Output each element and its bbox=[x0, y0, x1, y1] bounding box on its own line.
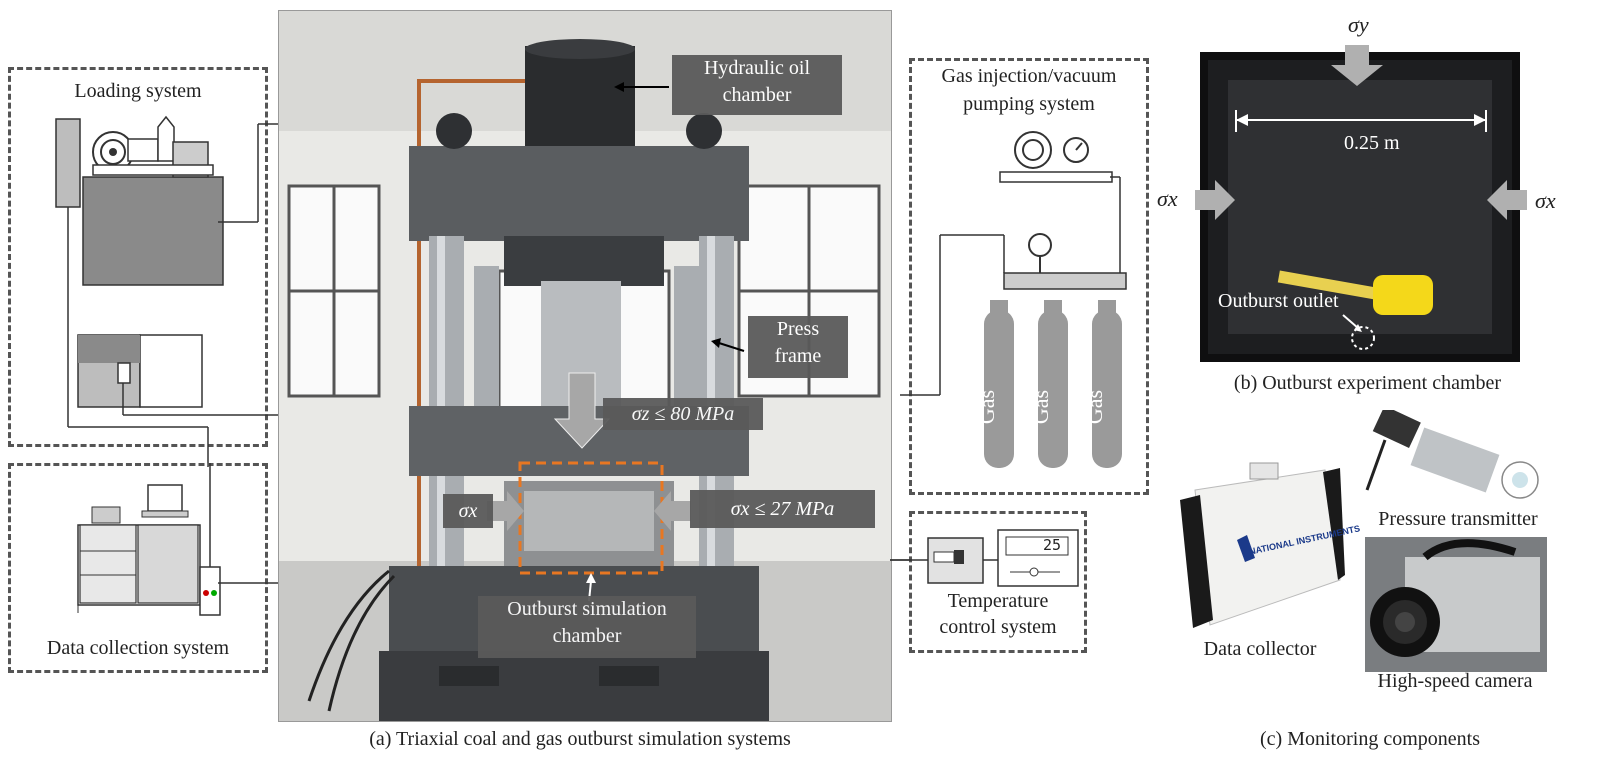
gas-injection-title-line-2: pumping system bbox=[963, 93, 1095, 115]
temperature-control-line-2: control system bbox=[939, 616, 1057, 638]
loading-system-box bbox=[8, 67, 268, 447]
outburst-simulation-chamber-line-2: chamber bbox=[552, 625, 622, 647]
hydraulic-oil-chamber-line-2: chamber bbox=[722, 84, 792, 106]
sigma-x-left-label: σx bbox=[443, 494, 493, 528]
press-frame-line-1: Press bbox=[776, 318, 820, 340]
high-speed-camera-photo bbox=[1365, 537, 1547, 672]
sigma-x-right-chamber-label: σx bbox=[1535, 188, 1556, 213]
press-frame-line-2: frame bbox=[774, 345, 822, 367]
hydraulic-oil-chamber-label: Hydraulic oil chamber bbox=[672, 55, 842, 115]
outburst-outlet-label: Outburst outlet bbox=[1218, 290, 1339, 312]
panel-c-caption: (c) Monitoring components bbox=[1260, 728, 1480, 750]
gas-injection-schematic bbox=[900, 131, 1127, 468]
sigma-y-label: σy bbox=[1348, 12, 1369, 37]
data-collector-photo bbox=[1175, 460, 1345, 632]
data-collection-schematic bbox=[77, 463, 278, 616]
hydraulic-oil-chamber-line-1: Hydraulic oil bbox=[703, 57, 811, 79]
temperature-control-line-1: Temperature bbox=[947, 590, 1049, 612]
data-collector-device bbox=[1180, 462, 1345, 628]
connector-lines bbox=[890, 559, 912, 561]
pressure-transmitter-photo bbox=[1365, 405, 1545, 510]
panel-a-caption: (a) Triaxial coal and gas outburst simul… bbox=[369, 728, 791, 750]
data-collection-system-title: Data collection system bbox=[46, 637, 230, 659]
temperature-display-value: 25 bbox=[1043, 536, 1062, 554]
chamber-width-label: 0.25 m bbox=[1344, 132, 1400, 154]
data-collector-label: Data collector bbox=[1203, 638, 1317, 660]
loading-system-schematic bbox=[55, 115, 278, 467]
press-photo bbox=[278, 10, 892, 722]
press-frame-label: Press frame bbox=[748, 316, 848, 378]
pressure-transmitter-device bbox=[1365, 405, 1539, 499]
pressure-transmitter-label: Pressure transmitter bbox=[1378, 508, 1538, 530]
sigma-x-left-chamber-label: σx bbox=[1157, 186, 1178, 211]
gas-injection-system-box bbox=[909, 58, 1149, 495]
sigma-x-right-label: σx ≤ 27 MPa bbox=[690, 490, 875, 528]
gas-cylinder-label-3: Gas bbox=[1082, 389, 1108, 425]
data-collection-system-box bbox=[8, 463, 268, 673]
temperature-control-title: Temperature control system bbox=[909, 588, 1087, 640]
gas-injection-system-title: Gas injection/vacuum pumping system bbox=[909, 62, 1149, 118]
sigma-z-label: σz ≤ 80 MPa bbox=[603, 398, 763, 430]
stress-arrows bbox=[1195, 45, 1527, 220]
loading-system-title: Loading system bbox=[74, 80, 202, 102]
gas-injection-title-line-1: Gas injection/vacuum bbox=[941, 65, 1117, 87]
high-speed-camera-label: High-speed camera bbox=[1377, 670, 1533, 692]
high-speed-camera-device bbox=[1365, 537, 1547, 672]
outburst-simulation-chamber-line-1: Outburst simulation bbox=[507, 598, 667, 620]
panel-b-caption: (b) Outburst experiment chamber bbox=[1233, 372, 1502, 394]
outburst-simulation-chamber-label: Outburst simulation chamber bbox=[478, 596, 696, 658]
temperature-control-box bbox=[909, 511, 1087, 653]
gas-cylinder-label-1: Gas bbox=[974, 389, 1000, 425]
gas-cylinder-label-2: Gas bbox=[1028, 389, 1054, 425]
chamber-annotations bbox=[1235, 110, 1487, 350]
temperature-control-schematic bbox=[890, 529, 1079, 587]
